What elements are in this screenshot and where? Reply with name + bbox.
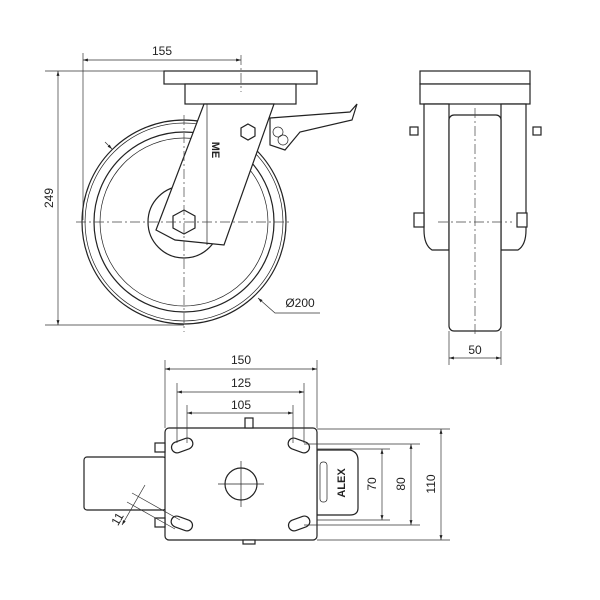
- dim-110: 110: [424, 474, 438, 493]
- brake-logo: ALEX: [336, 468, 348, 498]
- fork: [155, 103, 275, 246]
- front-view: ME 155 249 Ø200: [42, 44, 358, 332]
- dim-125: 125: [231, 376, 251, 390]
- fork-logo: ME: [209, 142, 221, 159]
- dim-diameter-200: Ø200: [285, 296, 315, 310]
- dim-155: 155: [152, 44, 172, 58]
- dim-80: 80: [394, 477, 408, 491]
- side-view: 50: [409, 70, 542, 365]
- side-top-plate: [419, 70, 531, 85]
- dim-70: 70: [365, 477, 379, 491]
- top-view: ALEX 150 125 105 70: [83, 353, 450, 545]
- bolt-head: [240, 123, 256, 141]
- dim-50: 50: [468, 343, 482, 357]
- top-plate: [163, 70, 318, 85]
- fork-right: [500, 103, 527, 251]
- dim-249: 249: [42, 188, 56, 208]
- dim-150: 150: [231, 353, 251, 367]
- wheel-stub: [83, 456, 167, 511]
- swivel-block: [184, 83, 297, 105]
- dim-105: 105: [231, 398, 251, 412]
- fork-left: [423, 103, 450, 251]
- brake-lever: [269, 103, 358, 151]
- dim-11: 11: [108, 510, 127, 528]
